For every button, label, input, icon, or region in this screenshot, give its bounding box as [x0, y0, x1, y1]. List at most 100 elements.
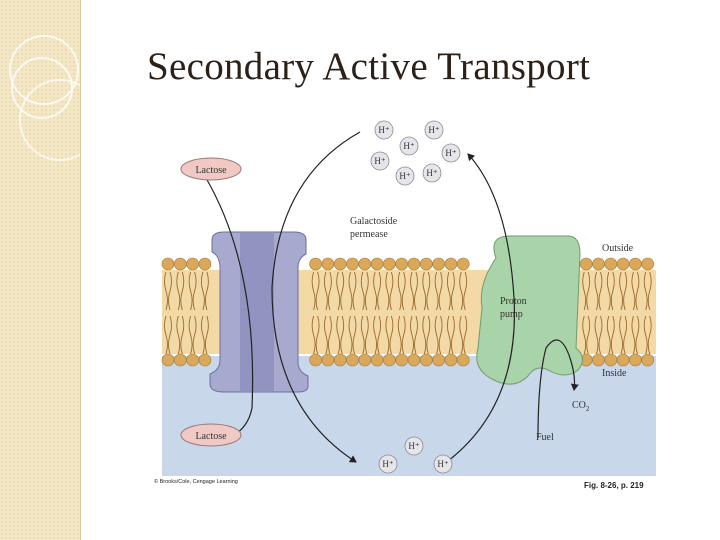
transport-arrows — [205, 131, 579, 465]
lipid-head — [186, 257, 199, 271]
lipid-tail — [188, 315, 197, 355]
lipid-tail — [164, 271, 172, 311]
lipid-head — [629, 353, 642, 367]
lipid-head — [616, 353, 630, 367]
figure-reference: Fig. 8-26, p. 219 — [584, 481, 644, 490]
inside-label: Inside — [602, 368, 627, 379]
lipid-head — [444, 257, 458, 271]
lactose-outside-label: Lactose — [195, 165, 227, 176]
lipid-tail — [459, 315, 468, 355]
lipid-tail — [176, 271, 185, 311]
lipid-head — [383, 257, 396, 271]
lipid-tail — [323, 315, 332, 355]
proton-ion-label: H⁺ — [426, 168, 437, 178]
proton-pump-label-line2: pump — [500, 309, 523, 320]
lipid-head — [407, 257, 421, 271]
lipid-head — [346, 257, 359, 271]
lipid-head — [370, 257, 384, 271]
lipid-tail — [348, 315, 357, 355]
lipid-head — [456, 353, 470, 367]
lipid-head — [592, 353, 605, 367]
lipid-head — [321, 353, 335, 367]
proton-ion-label: H⁺ — [445, 148, 456, 158]
lipid-head — [198, 353, 212, 367]
lipid-tail — [606, 315, 615, 355]
proton-ion-label: H⁺ — [403, 141, 414, 151]
proton-ion — [422, 163, 442, 183]
lipid-tail — [336, 315, 345, 355]
lipid-head — [309, 353, 322, 367]
lipid-tail — [200, 315, 209, 355]
slide-title: Secondary Active Transport — [147, 45, 591, 88]
figure-credit: © Brooks/Cole, Cengage Learning — [154, 478, 238, 485]
lipid-head — [370, 353, 384, 367]
lipid-head — [198, 257, 212, 271]
lipid-tail — [643, 271, 652, 311]
lipid-tail — [397, 315, 406, 355]
lipid-tail — [200, 271, 209, 311]
lipid-head — [383, 353, 396, 367]
lipid-tail — [434, 315, 443, 355]
lipid-tail — [397, 271, 406, 311]
lipid-tail — [422, 315, 431, 355]
lipid-tail — [373, 271, 382, 311]
lipid-tails — [164, 271, 652, 355]
lipid-head — [592, 257, 605, 271]
proton-ion-label: H⁺ — [374, 156, 385, 166]
proton-ion — [441, 143, 461, 163]
lipid-head — [173, 353, 187, 367]
lipid-head — [604, 257, 618, 271]
lipid-tail — [176, 315, 185, 355]
lipid-head — [641, 257, 655, 271]
lipid-tail — [348, 271, 357, 311]
lipid-tail — [360, 271, 369, 311]
lipid-head — [321, 257, 335, 271]
proton-ion-label: H⁺ — [428, 125, 439, 135]
lipid-tail — [619, 315, 628, 355]
lactose-outside-oval — [180, 157, 242, 181]
lipid-tail — [582, 271, 591, 311]
lipid-tail — [311, 315, 320, 355]
lipid-tail — [323, 271, 332, 311]
lipid-head — [419, 353, 433, 367]
co2-label: CO2 — [572, 400, 590, 413]
proton-ion-label: H⁺ — [408, 441, 419, 451]
lactose-inside-oval — [180, 423, 242, 447]
lipid-tail — [446, 271, 455, 311]
lipid-head — [186, 353, 199, 367]
lipid-head — [173, 257, 187, 271]
fuel-label: Fuel — [536, 432, 554, 443]
proton-ion — [399, 136, 419, 156]
lipid-tail — [311, 271, 320, 311]
secondary-active-transport-figure: Lactose Lactose Galactoside permease Out… — [148, 108, 670, 498]
lipid-tail — [360, 315, 369, 355]
sidebar-rings — [9, 35, 80, 161]
lipid-tail — [606, 271, 615, 311]
lipid-head — [358, 353, 372, 367]
proton-ion — [395, 166, 415, 186]
lipid-tail — [188, 271, 197, 311]
proton-ion — [370, 151, 390, 171]
lipid-tail — [643, 315, 652, 355]
figure-canvas: Lactose Lactose Galactoside permease Out… — [154, 120, 656, 490]
lipid-tail — [582, 315, 591, 355]
proton-ion — [404, 436, 424, 456]
permease-label-line1: Galactoside — [350, 216, 398, 227]
lipid-tail — [410, 271, 418, 311]
proton-ion — [378, 454, 398, 474]
lipid-head — [432, 353, 445, 367]
proton-ion — [424, 120, 444, 140]
lipid-tail — [410, 315, 418, 355]
lipid-tail — [373, 315, 382, 355]
lipid-head — [419, 257, 433, 271]
lipid-tail — [336, 271, 345, 311]
lipid-tail — [164, 315, 172, 355]
lipid-head — [641, 353, 655, 367]
lipid-tail — [594, 271, 603, 311]
proton-ions: H⁺H⁺H⁺H⁺H⁺H⁺H⁺H⁺H⁺H⁺ — [370, 120, 461, 474]
lipid-tail — [434, 271, 443, 311]
lipid-head — [309, 257, 322, 271]
proton-pump-label-line1: Proton — [500, 296, 527, 307]
lipid-head — [346, 353, 359, 367]
lactose-inside-label: Lactose — [195, 431, 227, 442]
